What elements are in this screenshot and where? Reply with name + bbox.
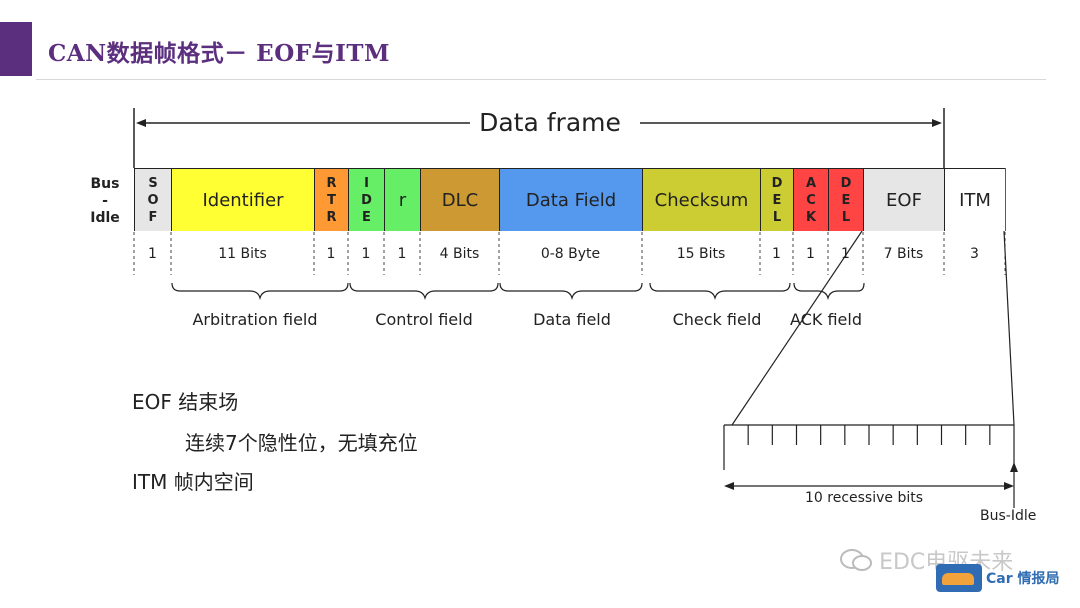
bits-del2: 1 bbox=[841, 246, 850, 262]
page-title: CAN数据帧格式－ EOF与ITM bbox=[48, 40, 390, 67]
cell-sof-letter: O bbox=[147, 192, 159, 208]
cell-data-field: Data Field bbox=[499, 168, 642, 231]
eof-note-description: 连续7个隐性位，无填充位 bbox=[185, 431, 418, 455]
cell-ide-letter: D bbox=[361, 192, 372, 208]
cell-checksum: Checksum bbox=[642, 168, 760, 231]
cell-ack-letter: K bbox=[805, 209, 817, 225]
bits-del1: 1 bbox=[772, 246, 781, 262]
wechat-icon bbox=[838, 547, 874, 573]
bits-checksum: 15 Bits bbox=[676, 246, 726, 262]
cell-del1-letter: L bbox=[772, 209, 782, 225]
cell-ack-letter: C bbox=[806, 192, 816, 208]
cell-eof: EOF bbox=[863, 168, 944, 231]
bits-itm: 3 bbox=[970, 246, 979, 262]
cell-ack-letter: A bbox=[805, 175, 817, 191]
field-label-arbitration: Arbitration field bbox=[192, 310, 318, 329]
bus-idle-right-label: Bus-Idle bbox=[980, 508, 1037, 524]
cell-del2-letter: E bbox=[841, 192, 851, 208]
cell-del2-letter: D bbox=[840, 175, 852, 191]
cell-del1-letter: E bbox=[772, 192, 782, 208]
cell-identifier: Identifier bbox=[171, 168, 314, 231]
cell-rtr-letter: R bbox=[326, 209, 337, 225]
bits-identifier: 11 Bits bbox=[218, 246, 267, 262]
data-frame-label: Data frame bbox=[471, 108, 629, 137]
bus-idle-line-2: - bbox=[102, 193, 108, 209]
cell-sof-letter: S bbox=[148, 175, 158, 191]
title-divider bbox=[36, 79, 1046, 80]
bits-sof: 1 bbox=[148, 246, 157, 262]
eof-note-title: EOF 结束场 bbox=[132, 390, 239, 414]
bits-dlc: 4 Bits bbox=[439, 246, 480, 262]
cell-del1-letter: D bbox=[771, 175, 783, 191]
bits-ack: 1 bbox=[806, 246, 815, 262]
cell-dlc: DLC bbox=[420, 168, 499, 231]
car-logo-text: Car 情报局 bbox=[986, 571, 1060, 587]
cell-ide-letter: I bbox=[364, 175, 369, 191]
bits-eof: 7 Bits bbox=[883, 246, 924, 262]
bits-rtr: 1 bbox=[326, 246, 336, 262]
field-label-check: Check field bbox=[672, 310, 762, 329]
recessive-bits-label: 10 recessive bits bbox=[805, 490, 924, 506]
cell-r: r bbox=[384, 168, 420, 231]
cell-del2-letter: L bbox=[841, 209, 851, 225]
cell-rtr-letter: R bbox=[326, 175, 337, 191]
bits-r: 1 bbox=[397, 246, 407, 262]
itm-note: ITM 帧内空间 bbox=[132, 470, 254, 494]
field-label-ack: ACK field bbox=[790, 310, 862, 329]
cell-rtr-letter: T bbox=[327, 192, 336, 208]
car-logo: Car 情报局 bbox=[936, 564, 1060, 592]
bits-data-field: 0-8 Byte bbox=[540, 246, 601, 262]
bus-idle-line-1: Bus bbox=[90, 176, 120, 192]
car-logo-icon bbox=[936, 564, 982, 592]
bus-idle-left-label: Bus - Idle bbox=[82, 176, 128, 227]
field-label-data: Data field bbox=[533, 310, 611, 329]
cell-sof-letter: F bbox=[148, 209, 158, 225]
bus-idle-line-3: Idle bbox=[90, 210, 120, 226]
title-accent-bar bbox=[0, 22, 32, 76]
cell-itm: ITM bbox=[944, 168, 1005, 231]
cell-ide-letter: E bbox=[362, 209, 371, 225]
bits-ide: 1 bbox=[361, 246, 371, 262]
field-label-control: Control field bbox=[375, 310, 473, 329]
watermark: EDC电驱未来 bbox=[838, 544, 1013, 576]
